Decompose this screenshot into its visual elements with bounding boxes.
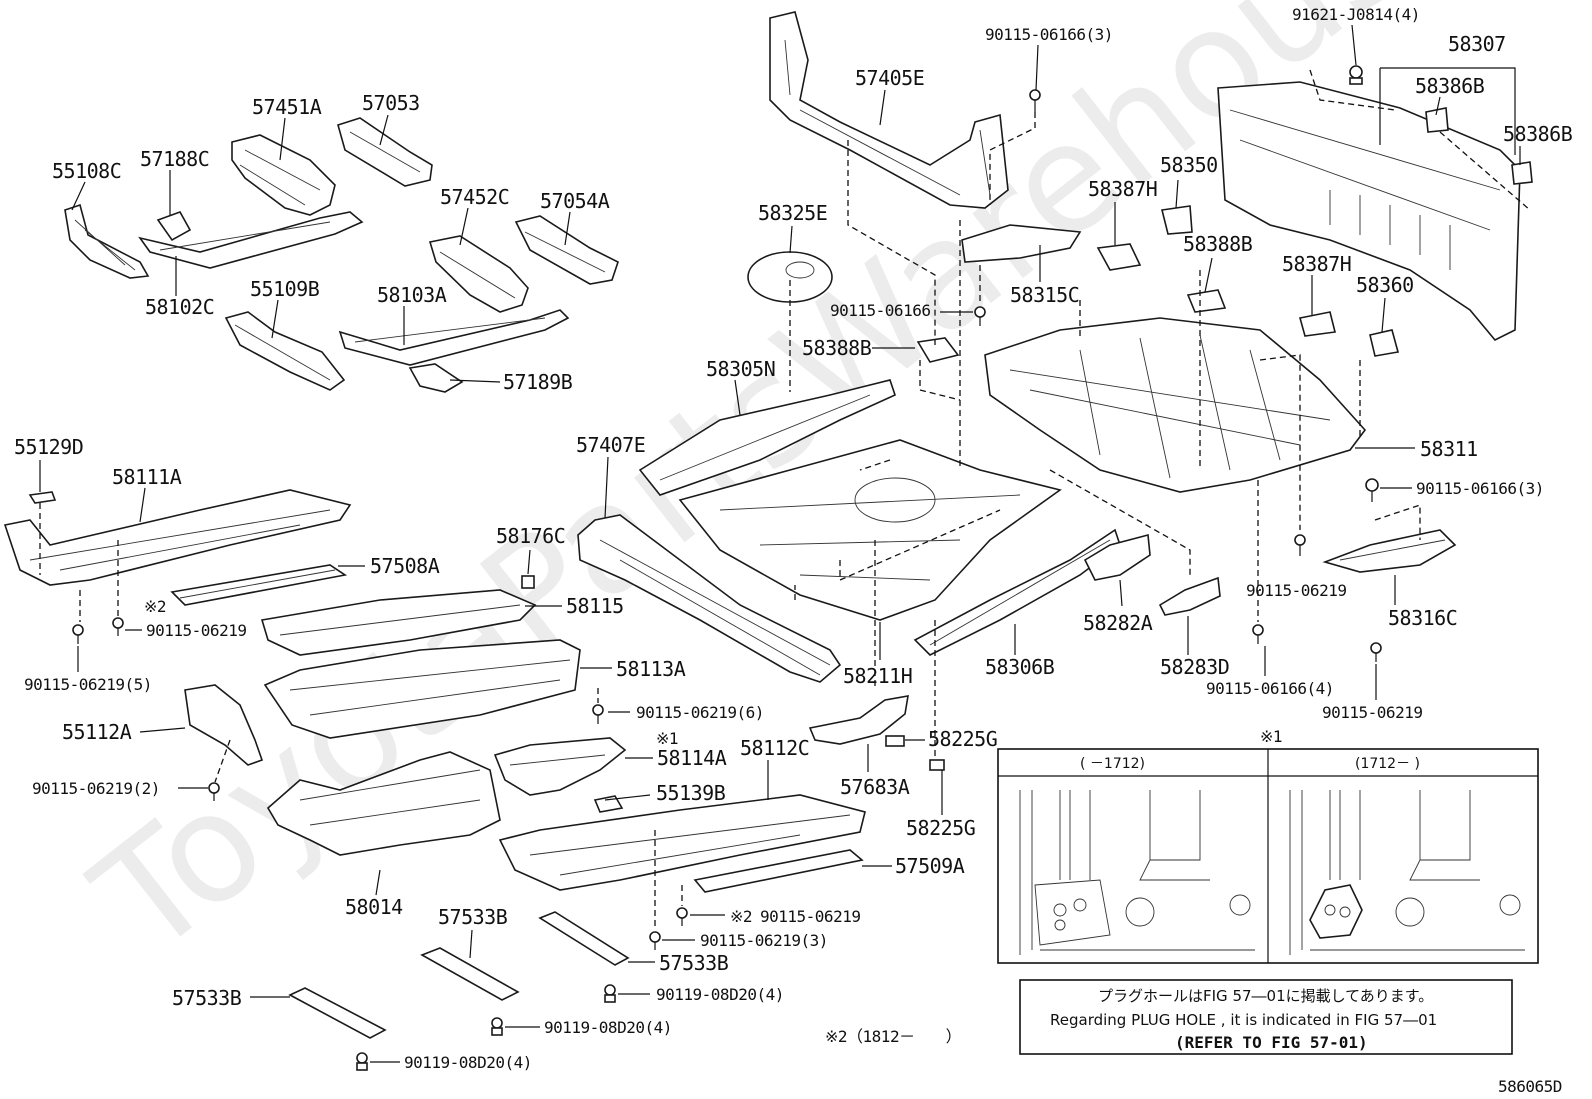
- label-58225G-bottom: 58225G: [906, 816, 975, 840]
- mark-ref2-bottom: ※2: [730, 907, 752, 926]
- label-90115-06219-far-right: 90115-06219: [1322, 703, 1422, 722]
- label-57053: 57053: [362, 91, 420, 115]
- label-57407E: 57407E: [576, 433, 645, 457]
- label-90115-06219-6: 90115-06219(6): [636, 703, 764, 722]
- label-58311: 58311: [1420, 437, 1478, 461]
- label-58113A: 58113A: [616, 657, 686, 681]
- mark-ref1: ※1: [1260, 727, 1282, 746]
- label-55129D: 55129D: [14, 435, 83, 459]
- label-58325E: 58325E: [758, 201, 827, 225]
- label-58115: 58115: [566, 594, 624, 618]
- label-58305N: 58305N: [706, 357, 775, 381]
- label-58283D: 58283D: [1160, 655, 1229, 679]
- label-58102C: 58102C: [145, 295, 214, 319]
- label-57509A: 57509A: [895, 854, 965, 878]
- label-58114A: 58114A: [657, 746, 727, 770]
- inset-right-header: (1712－ ): [1355, 756, 1420, 772]
- label-57189B: 57189B: [503, 370, 573, 394]
- label-57683A: 57683A: [840, 775, 910, 799]
- callout-labels: 55108C 57188C 57451A 57053 57452C 57054A…: [14, 5, 1573, 1072]
- label-57508A: 57508A: [370, 554, 440, 578]
- label-55108C: 55108C: [52, 159, 121, 183]
- mark-ref2-left: ※2: [144, 597, 166, 616]
- label-58103A: 58103A: [377, 283, 447, 307]
- label-58315C: 58315C: [1010, 283, 1079, 307]
- inset-left-header: ( －1712): [1080, 756, 1145, 772]
- label-90115-06219-2: 90115-06219(2): [32, 779, 160, 798]
- label-57533B-left: 57533B: [172, 986, 242, 1010]
- inset-detail: ※1 ( －1712) (1712－ ): [997, 727, 1539, 964]
- label-58211H: 58211H: [843, 664, 912, 688]
- label-91621-J0814: 91621-J0814(4): [1292, 5, 1420, 24]
- label-90115-06219-left: 90115-06219: [146, 621, 246, 640]
- label-58307: 58307: [1448, 32, 1506, 56]
- label-90115-06219-3: 90115-06219(3): [700, 931, 828, 950]
- label-58386B-right: 58386B: [1503, 122, 1573, 146]
- label-57533B-right: 57533B: [659, 951, 729, 975]
- label-90119-08D20-a: 90119-08D20(4): [656, 985, 784, 1004]
- label-58387H-top: 58387H: [1088, 177, 1157, 201]
- leader-lines: [39, 24, 1521, 1063]
- label-90119-08D20-b: 90119-08D20(4): [544, 1018, 672, 1037]
- label-58306B: 58306B: [985, 655, 1055, 679]
- label-58350: 58350: [1160, 153, 1218, 177]
- label-90115-06166-4: 90115-06166(4): [1206, 679, 1334, 698]
- note-japanese: プラグホールはFIG 57―01に掲載してあります。: [1098, 987, 1433, 1005]
- note-english: Regarding PLUG HOLE , it is indicated in…: [1050, 1011, 1437, 1029]
- label-90115-06166-3-right: 90115-06166(3): [1416, 479, 1544, 498]
- plug-hole-note: プラグホールはFIG 57―01に掲載してあります。 Regarding PLU…: [1019, 979, 1513, 1055]
- label-57188C: 57188C: [140, 147, 209, 171]
- label-58360: 58360: [1356, 273, 1414, 297]
- label-55109B: 55109B: [250, 277, 320, 301]
- label-57054A: 57054A: [540, 189, 610, 213]
- label-57451A: 57451A: [252, 95, 322, 119]
- label-58388B-left: 58388B: [802, 336, 872, 360]
- label-90119-08D20-c: 90119-08D20(4): [404, 1053, 532, 1072]
- label-90115-06166: 90115-06166: [830, 301, 930, 320]
- label-90115-06219-right: 90115-06219: [1246, 581, 1346, 600]
- label-58388B-right: 58388B: [1183, 232, 1253, 256]
- label-58225G-top: 58225G: [928, 727, 997, 751]
- label-55112A: 55112A: [62, 720, 132, 744]
- label-90115-06219-5: 90115-06219(5): [24, 675, 152, 694]
- footnote-ref2: ※2（1812－ ）: [825, 1027, 961, 1046]
- assembly-lines: [39, 69, 1531, 930]
- label-58386B-left: 58386B: [1415, 74, 1485, 98]
- fasteners: [72, 65, 1382, 1071]
- label-58112C: 58112C: [740, 736, 809, 760]
- label-57533B-top: 57533B: [438, 905, 508, 929]
- label-58176C: 58176C: [496, 524, 565, 548]
- label-58316C: 58316C: [1388, 606, 1457, 630]
- label-57405E: 57405E: [855, 66, 924, 90]
- label-58282A: 58282A: [1083, 611, 1153, 635]
- label-58387H-right: 58387H: [1282, 252, 1351, 276]
- diagram-code: 586065D: [1498, 1077, 1562, 1096]
- label-90115-06219-bottom: 90115-06219: [760, 907, 860, 926]
- label-58111A: 58111A: [112, 465, 182, 489]
- label-90115-06166-3-top: 90115-06166(3): [985, 25, 1113, 44]
- note-reference: (REFER TO FIG 57-01): [1175, 1033, 1368, 1052]
- part-shapes: [3, 11, 1533, 1039]
- label-58014: 58014: [345, 895, 403, 919]
- label-57452C: 57452C: [440, 185, 509, 209]
- label-55139B: 55139B: [656, 781, 726, 805]
- mark-ref1-inline: ※1: [656, 729, 678, 748]
